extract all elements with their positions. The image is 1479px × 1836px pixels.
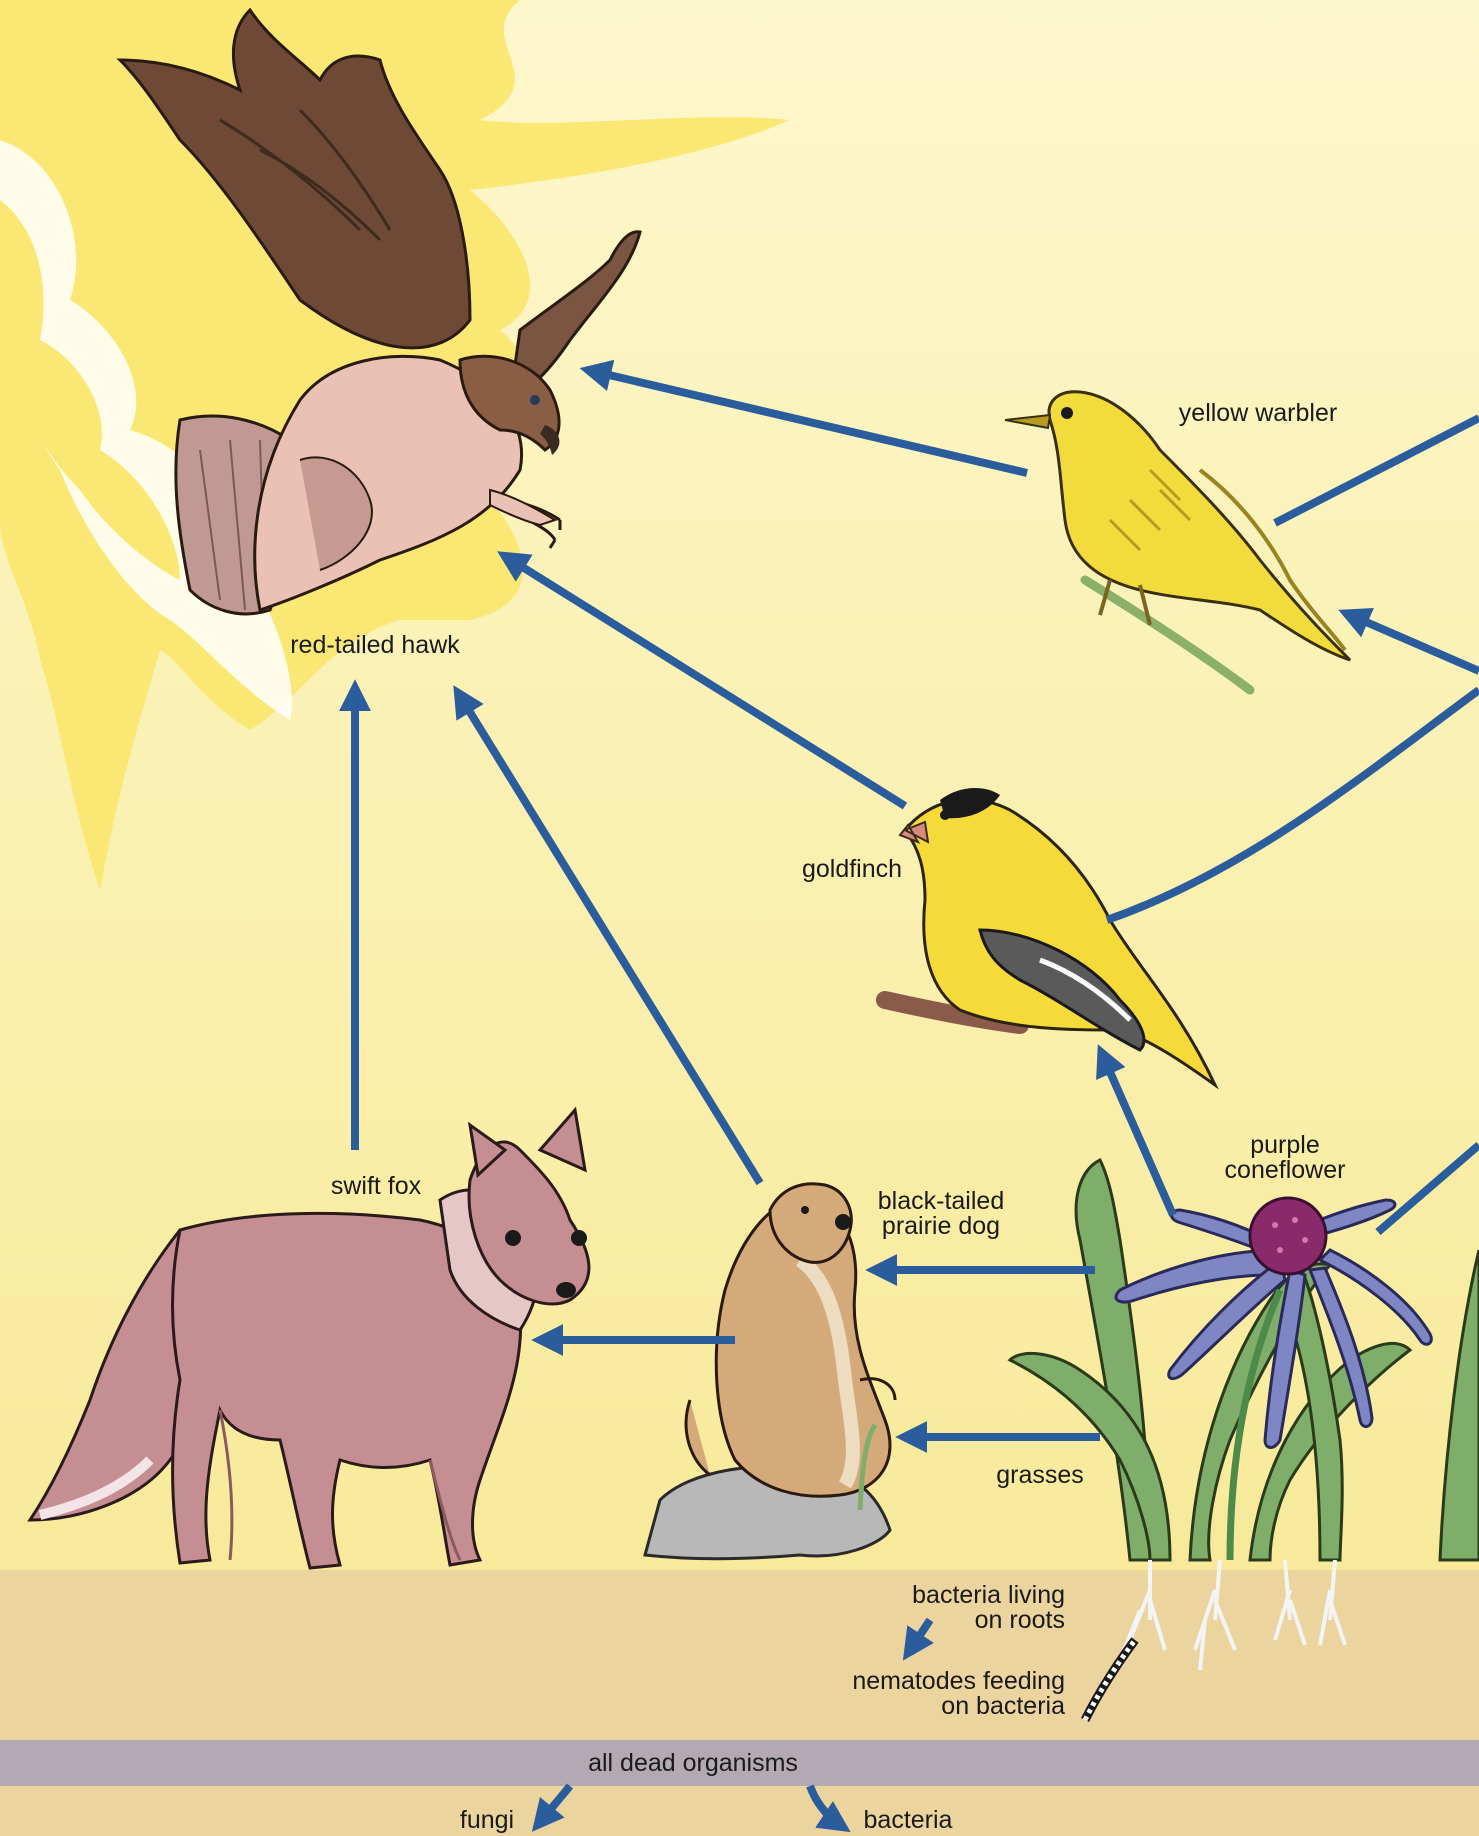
- prairie-dog-label-line2: prairie dog: [882, 1212, 1000, 1240]
- coneflower-label-line1: purple: [1250, 1131, 1320, 1159]
- nematodes-label-line1: nematodes feeding: [852, 1667, 1065, 1695]
- goldfinch-label: goldfinch: [802, 855, 902, 883]
- nematodes-label-line2: on bacteria: [941, 1692, 1065, 1720]
- fungi-label: fungi: [460, 1806, 514, 1834]
- root-bacteria-label-line1: bacteria living: [912, 1581, 1065, 1609]
- root-bacteria-label-line2: on roots: [975, 1606, 1065, 1634]
- coneflower-label-line2: coneflower: [1225, 1156, 1346, 1184]
- prairie-dog-label-line1: black-tailed: [878, 1187, 1004, 1215]
- bacteria-label: bacteria: [864, 1806, 953, 1834]
- dead-organisms-label: all dead organisms: [588, 1749, 798, 1777]
- red-tailed-hawk-label: red-tailed hawk: [290, 631, 460, 659]
- swift-fox-label: swift fox: [331, 1172, 422, 1200]
- yellow-warbler-label: yellow warbler: [1179, 399, 1337, 427]
- soil-layer: [0, 1570, 1479, 1740]
- decomposer-layer: [0, 1786, 1479, 1836]
- grasses-label: grasses: [996, 1461, 1084, 1489]
